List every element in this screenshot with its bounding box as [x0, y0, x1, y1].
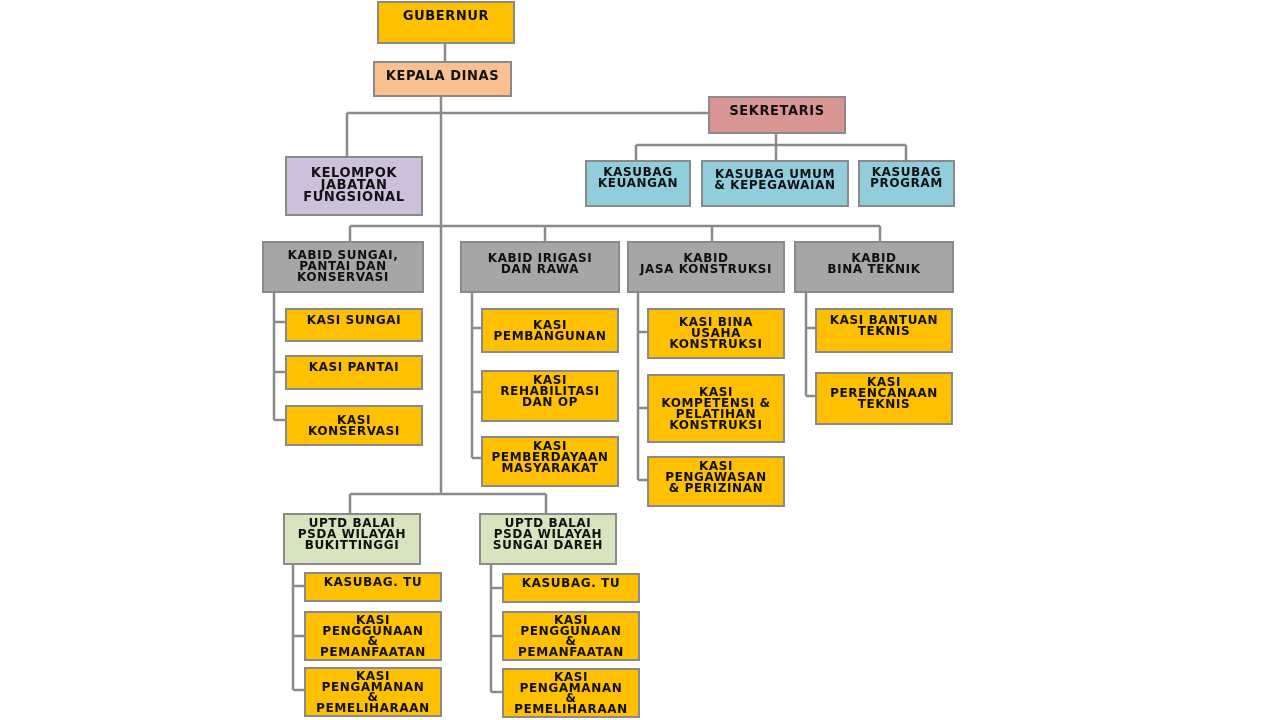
- node-kasi-konservasi: KASI KONSERVASI: [285, 405, 423, 446]
- node-kasi-pengawasan: KASI PENGAWASAN & PERIZINAN: [647, 456, 785, 507]
- node-kasi-pembangunan: KASI PEMBANGUNAN: [481, 308, 619, 353]
- node-sungai-dareh-kasubag-tu: KASUBAG. TU: [502, 573, 640, 603]
- node-kasubag-program: KASUBAG PROGRAM: [858, 160, 955, 207]
- node-kasi-pantai: KASI PANTAI: [285, 355, 423, 390]
- node-kasi-pemberdayaan: KASI PEMBERDAYAAN MASYARAKAT: [481, 436, 619, 487]
- node-jabatan-fungsional: KELOMPOK JABATAN FUNGSIONAL: [285, 156, 423, 216]
- node-kepala-dinas: KEPALA DINAS: [373, 61, 512, 97]
- node-kabid-irigasi: KABID IRIGASI DAN RAWA: [460, 241, 620, 293]
- node-kasi-bina-usaha: KASI BINA USAHA KONSTRUKSI: [647, 308, 785, 359]
- node-kabid-sungai: KABID SUNGAI, PANTAI DAN KONSERVASI: [262, 241, 424, 293]
- node-kasi-rehabilitasi: KASI REHABILITASI DAN OP: [481, 370, 619, 422]
- node-kasi-bantuan-teknis: KASI BANTUAN TEKNIS: [815, 308, 953, 353]
- node-uptd-bukittinggi: UPTD BALAI PSDA WILAYAH BUKITTINGGI: [283, 513, 421, 565]
- node-kasi-perencanaan-teknis: KASI PERENCANAAN TEKNIS: [815, 372, 953, 425]
- node-kasubag-keuangan: KASUBAG KEUANGAN: [585, 160, 691, 207]
- node-kabid-jasa: KABID JASA KONSTRUKSI: [627, 241, 785, 293]
- node-gubernur: GUBERNUR: [377, 1, 515, 44]
- node-kasi-kompetensi: KASI KOMPETENSI & PELATIHAN KONSTRUKSI: [647, 374, 785, 443]
- node-bukittinggi-kasi-penggunaan: KASI PENGGUNAAN & PEMANFAATAN: [304, 611, 442, 661]
- node-kasi-sungai: KASI SUNGAI: [285, 308, 423, 342]
- node-kasubag-umum: KASUBAG UMUM & KEPEGAWAIAN: [701, 160, 849, 207]
- node-uptd-sungai-dareh: UPTD BALAI PSDA WILAYAH SUNGAI DAREH: [479, 513, 617, 565]
- node-bukittinggi-kasubag-tu: KASUBAG. TU: [304, 572, 442, 602]
- node-bukittinggi-kasi-pengamanan: KASI PENGAMANAN & PEMELIHARAAN: [304, 667, 442, 717]
- node-kabid-bina: KABID BINA TEKNIK: [794, 241, 954, 293]
- node-sungai-dareh-kasi-penggunaan: KASI PENGGUNAAN & PEMANFAATAN: [502, 611, 640, 661]
- node-sungai-dareh-kasi-pengamanan: KASI PENGAMANAN & PEMELIHARAAN: [502, 668, 640, 718]
- node-sekretaris: SEKRETARIS: [708, 96, 846, 134]
